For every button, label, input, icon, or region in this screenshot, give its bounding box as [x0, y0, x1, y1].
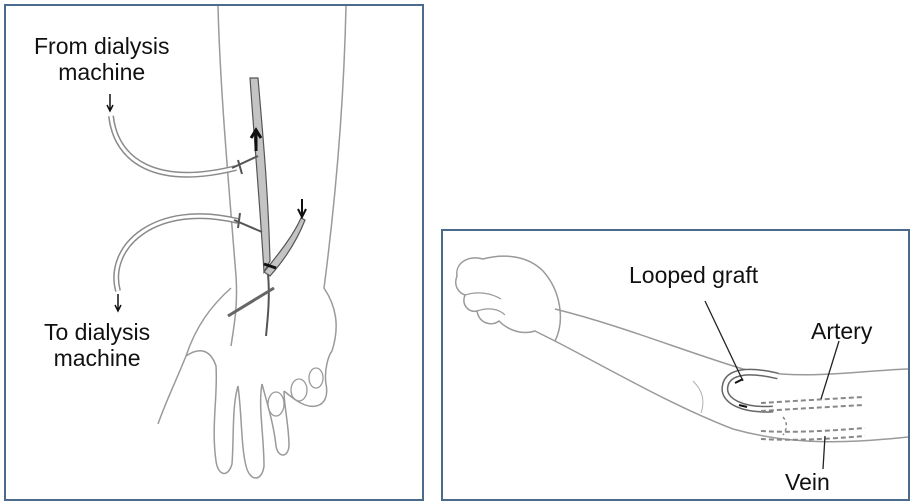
- artery-leader-line: [821, 341, 839, 399]
- from-dialysis-label: From dialysis machine: [34, 33, 169, 85]
- needle: [232, 156, 258, 168]
- looped-graft-panel: Looped graft Artery Vein: [441, 229, 910, 501]
- looped-graft-label: Looped graft: [629, 262, 758, 288]
- down-arrow-icon: [107, 94, 113, 111]
- artery-vessel: [761, 397, 863, 403]
- to-label-line1: To dialysis: [44, 319, 150, 345]
- outflow-tubing: [116, 216, 238, 291]
- artery-vessel: [761, 405, 863, 411]
- vein-label: Vein: [785, 469, 830, 495]
- graft-leader-line: [705, 301, 743, 381]
- outflow-tubing-inner: [116, 216, 238, 291]
- vein-vessel: [761, 428, 865, 432]
- needle-hub-icon: [238, 160, 242, 174]
- needle-hub-icon: [238, 213, 240, 228]
- fistula-vein: [250, 78, 270, 272]
- from-label-line2: machine: [34, 59, 169, 85]
- fingernail: [291, 379, 307, 401]
- finger-line: [465, 293, 505, 315]
- inflow-tubing-inner: [111, 116, 236, 175]
- inflow-tubing: [111, 116, 236, 175]
- artery-lower: [266, 274, 269, 336]
- elbow-crease: [693, 381, 703, 413]
- down-arrow-icon: [115, 294, 121, 311]
- fistula-illustration-panel: From dialysis machine To dialysis machin…: [4, 4, 424, 501]
- from-label-line1: From dialysis: [34, 33, 169, 59]
- to-dialysis-label: To dialysis machine: [44, 319, 150, 371]
- down-arrow-icon: [298, 199, 306, 217]
- to-label-line2: machine: [44, 345, 150, 371]
- fingernail: [309, 368, 323, 388]
- forearm-outline: [218, 6, 237, 346]
- forearm-outline-right: [324, 6, 346, 351]
- artery-label: Artery: [811, 318, 872, 344]
- fist-outline: [456, 256, 561, 341]
- fingernail: [268, 392, 284, 416]
